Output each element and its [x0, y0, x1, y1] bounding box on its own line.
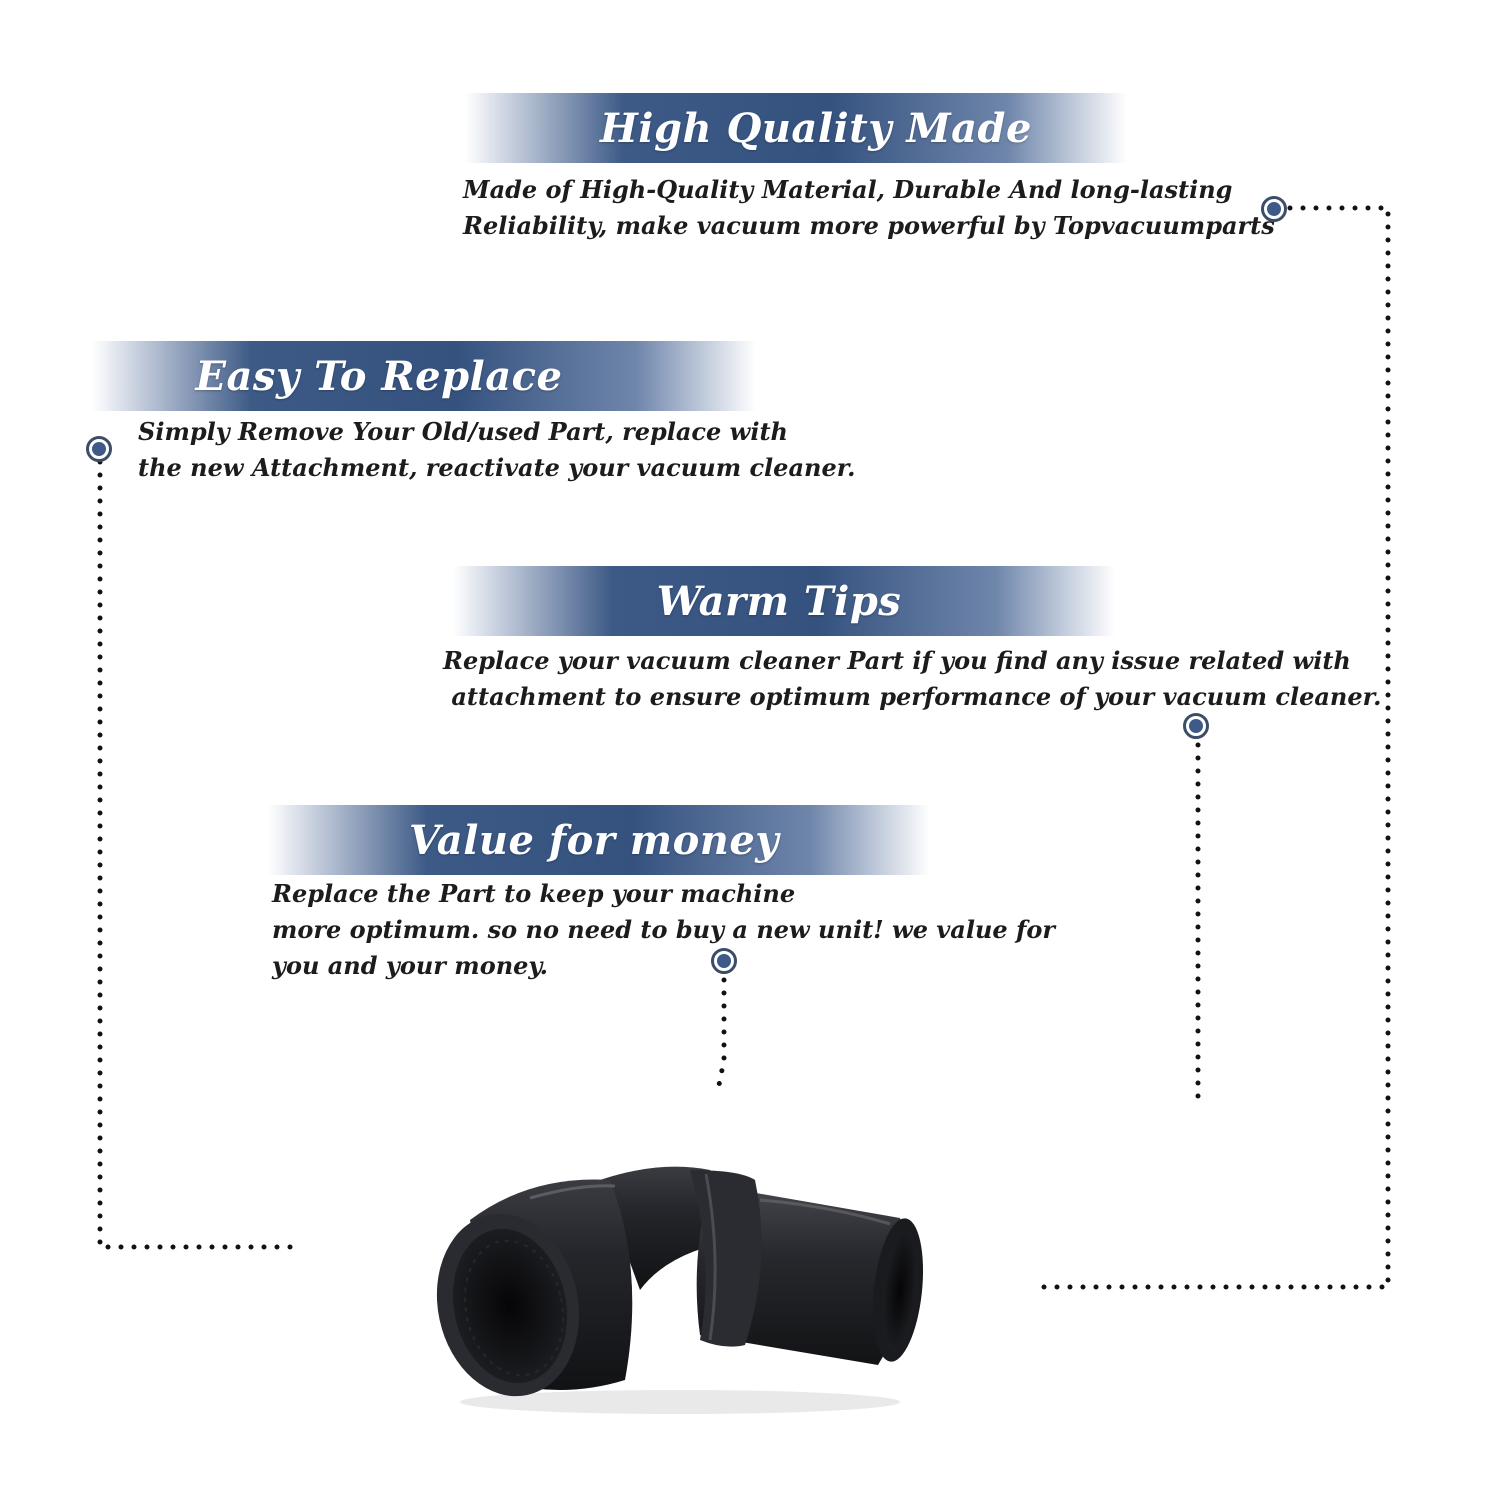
desc-high-quality-made: Made of High-Quality Material, Durable A…	[463, 172, 1275, 244]
title-high-quality-made: High Quality Made	[600, 104, 1032, 152]
node-warm-tips	[1183, 713, 1209, 739]
vacuum-elbow-adapter-icon	[436, 1166, 924, 1414]
connector-value	[715, 977, 727, 1093]
title-warm-tips: Warm Tips	[656, 577, 902, 625]
connector-easy-replace	[97, 459, 299, 1250]
desc-line: Replace the Part to keep your machine	[272, 879, 796, 908]
desc-warm-tips: Replace your vacuum cleaner Part if you …	[443, 643, 1381, 715]
banner-easy-to-replace: Easy To Replace	[92, 341, 756, 411]
node-value-for-money	[711, 948, 737, 974]
desc-value-for-money: Replace the Part to keep your machine mo…	[272, 876, 1055, 984]
desc-line: attachment to ensure optimum performance…	[443, 682, 1382, 711]
banner-warm-tips: Warm Tips	[453, 566, 1115, 636]
desc-easy-to-replace: Simply Remove Your Old/used Part, replac…	[138, 414, 856, 486]
node-easy-to-replace	[86, 436, 112, 462]
desc-line: Reliability, make vacuum more powerful b…	[463, 211, 1275, 240]
desc-line: more optimum. so no need to buy a new un…	[272, 915, 1055, 944]
desc-line: Replace your vacuum cleaner Part if you …	[443, 646, 1351, 675]
title-value-for-money: Value for money	[408, 816, 780, 864]
banner-high-quality-made: High Quality Made	[465, 93, 1127, 163]
desc-line: you and your money.	[272, 951, 548, 980]
desc-line: Made of High-Quality Material, Durable A…	[463, 175, 1233, 204]
connector-high-quality	[1035, 205, 1391, 1290]
banner-value-for-money: Value for money	[268, 805, 930, 875]
title-easy-to-replace: Easy To Replace	[195, 352, 563, 400]
node-high-quality-made	[1261, 196, 1287, 222]
desc-line: Simply Remove Your Old/used Part, replac…	[138, 417, 788, 446]
desc-line: the new Attachment, reactivate your vacu…	[138, 453, 856, 482]
